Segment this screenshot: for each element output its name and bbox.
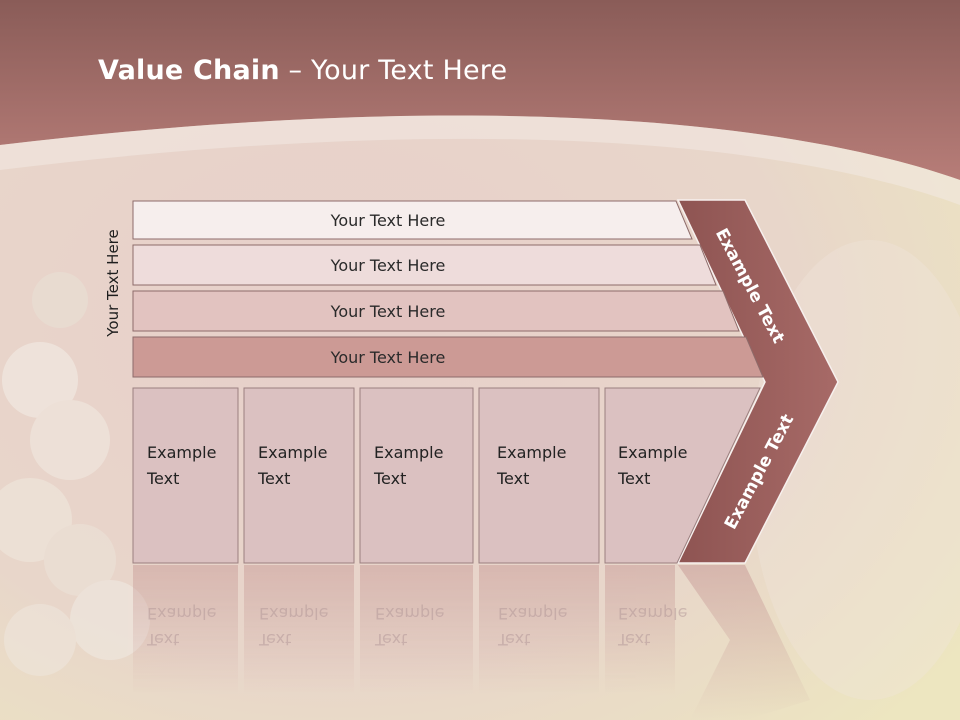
column-cell-5: Example Text [604, 388, 704, 563]
cell-1-line1: Example [147, 443, 217, 462]
bar-1: Your Text Here [133, 200, 693, 240]
title-rest: – Your Text Here [279, 55, 508, 86]
bar-2-label: Your Text Here [330, 255, 446, 275]
refl-2-line2: Text [259, 630, 292, 649]
cell-2-reflection: Text Example [259, 600, 328, 652]
title-bold: Value Chain [98, 55, 280, 86]
bar-3: Your Text Here [133, 291, 693, 331]
refl-5-line2: Text [618, 630, 651, 649]
refl-1-line2: Text [147, 630, 180, 649]
refl-2-line1: Example [259, 604, 329, 623]
bar-3-label: Your Text Here [330, 301, 446, 321]
cell-4-reflection: Text Example [498, 600, 567, 652]
cell-2-line1: Example [258, 443, 328, 462]
cell-3-line2: Text [374, 469, 407, 488]
bar-4: Your Text Here [133, 337, 693, 377]
refl-4-line2: Text [498, 630, 531, 649]
cell-5-line2: Text [618, 469, 651, 488]
cell-1-reflection: Text Example [147, 600, 216, 652]
bar-1-label: Your Text Here [330, 210, 446, 230]
cell-3-line1: Example [374, 443, 444, 462]
cell-1-line2: Text [147, 469, 180, 488]
refl-5-line1: Example [618, 604, 688, 623]
cell-3-reflection: Text Example [375, 600, 444, 652]
column-cell-3: Example Text [360, 388, 473, 563]
cell-5-reflection: Text Example [618, 600, 687, 652]
side-label: Your Text Here [100, 214, 126, 352]
refl-3-line2: Text [375, 630, 408, 649]
side-label-text: Your Text Here [104, 229, 122, 337]
column-cell-2: Example Text [244, 388, 354, 563]
refl-3-line1: Example [375, 604, 445, 623]
column-cell-1: Example Text [133, 388, 238, 563]
cell-4-line1: Example [497, 443, 567, 462]
column-cell-4: Example Text [483, 388, 599, 563]
bar-2: Your Text Here [133, 245, 693, 285]
bouquet-image [0, 272, 150, 676]
refl-4-line1: Example [498, 604, 568, 623]
slide-title: Value Chain – Your Text Here [98, 55, 507, 86]
refl-1-line1: Example [147, 604, 217, 623]
cell-4-line2: Text [497, 469, 530, 488]
cell-5-line1: Example [618, 443, 688, 462]
cell-2-line2: Text [258, 469, 291, 488]
bar-4-label: Your Text Here [330, 347, 446, 367]
